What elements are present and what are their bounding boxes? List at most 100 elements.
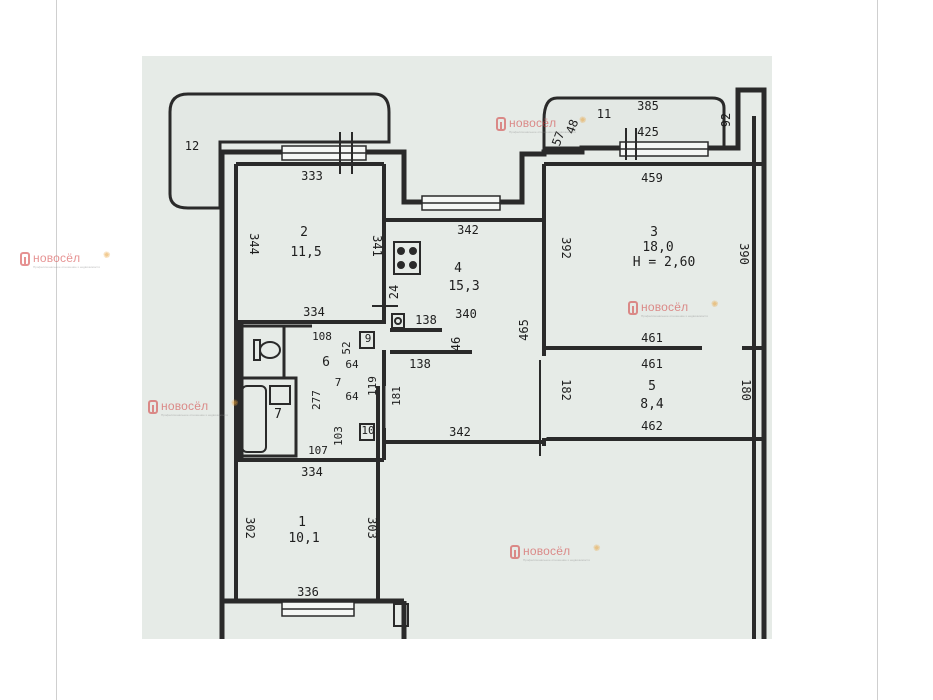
dim-wc-52: 52 (340, 341, 353, 354)
dim-balcony-right-d: 11 (597, 107, 611, 121)
balcony-doors (339, 128, 637, 174)
watermark-sun-icon: ✺ (231, 399, 239, 409)
dim-wc-181: 181 (390, 386, 403, 406)
entry-door-icon (393, 603, 409, 627)
dim-balcony-left: 12 (185, 139, 199, 153)
dim-balcony-right-f: 48 (563, 117, 581, 135)
watermark-brand: новосёл (641, 300, 689, 314)
room-5-number: 5 (648, 379, 656, 394)
dim-room2-left: 344 (247, 233, 261, 255)
stove-icon (393, 241, 421, 275)
dim-kitchen-24: 24 (387, 285, 401, 299)
watermark-brand: новосёл (33, 251, 81, 265)
dimension-labels: 12 333 344 341 334 342 392 390 459 461 3… (185, 99, 753, 439)
dim-room3-right: 390 (737, 243, 751, 265)
watermark-tagline: Профессиональное отношение к недвижимост… (523, 558, 591, 562)
room-1-area: 10,1 (288, 531, 319, 546)
dim-room2-right: 341 (370, 235, 384, 257)
dim-room1-right: 303 (365, 517, 379, 539)
dim-hall-465: 465 (517, 319, 531, 341)
room-labels: 2 11,5 3 18,0 H = 2,60 4 15,3 5 8,4 1 10… (274, 225, 695, 546)
dim-room1-bottom: 336 (297, 585, 319, 599)
dim-wc-7: 7 (335, 376, 342, 389)
dim-balcony-right-b: 425 (637, 125, 659, 139)
windows (281, 141, 709, 617)
dim-room5-right: 180 (739, 379, 753, 401)
dim-room3-bottom: 461 (641, 331, 663, 345)
watermark-brand: новосёл (161, 399, 209, 413)
dim-wc-119: 119 (366, 376, 379, 396)
dim-room1-left: 302 (243, 517, 257, 539)
room-3-number: 3 (650, 225, 658, 240)
dim-wc-277: 277 (310, 390, 323, 410)
watermark-brand: новосёл (509, 116, 557, 130)
room1-dimension-labels: 334 302 303 336 (243, 465, 379, 599)
dim-room3-left: 392 (559, 237, 573, 259)
balcony-left (168, 92, 391, 210)
dim-balcony-right-a: 385 (637, 99, 659, 113)
watermark-logo-icon (20, 252, 30, 266)
interior-walls (234, 116, 764, 639)
dim-kitchen-340: 340 (455, 307, 477, 321)
watermark-tagline: Профессиональное отношение к недвижимост… (161, 413, 229, 417)
room-5-area: 8,4 (640, 397, 664, 412)
dim-wc-103: 103 (332, 426, 345, 446)
page-border-right (877, 0, 878, 700)
room-7-number: 7 (274, 407, 282, 422)
dim-kitchen-46: 46 (449, 337, 463, 351)
room-4-area: 15,3 (448, 279, 479, 294)
watermark-brand: новосёл (523, 544, 571, 558)
dim-room5-left: 182 (559, 379, 573, 401)
shaft-icon (359, 331, 375, 441)
sink-icon (391, 313, 405, 329)
page-border-left (56, 0, 57, 700)
watermark-logo-icon (148, 400, 158, 414)
watermark-sun-icon: ✺ (103, 251, 111, 261)
room-2-area: 11,5 (290, 245, 321, 260)
room-1-number: 1 (298, 515, 306, 530)
dim-room5-top: 461 (641, 357, 663, 371)
bathroom-dimension-labels: 108 52 9 64 7 64 277 119 181 103 10 107 (308, 330, 403, 457)
watermark-sun-icon: ✺ (579, 116, 587, 126)
door-openings (385, 345, 742, 438)
dim-balcony-right-c: 92 (719, 113, 733, 127)
watermark-tagline: Профессиональное отношение к недвижимост… (509, 130, 577, 134)
watermark-sun-icon: ✺ (593, 544, 601, 554)
dim-wc-64a: 64 (345, 358, 359, 371)
dim-wc-10: 10 (361, 424, 374, 437)
dim-kitchen-138a: 138 (415, 313, 437, 327)
floor-plan: 2 11,5 3 18,0 H = 2,60 4 15,3 5 8,4 1 10… (142, 56, 772, 639)
watermark-tagline: Профессиональное отношение к недвижимост… (33, 265, 101, 269)
room-3-height: H = 2,60 (633, 255, 696, 270)
watermark-logo-icon (510, 545, 520, 559)
room-4-number: 4 (454, 261, 462, 276)
dim-hall-top: 342 (457, 223, 479, 237)
toilet-icon (253, 339, 281, 361)
room-6-number: 6 (322, 355, 330, 370)
watermark-logo-icon (628, 301, 638, 315)
dim-room2-top: 333 (301, 169, 323, 183)
bathtub-icon (241, 385, 291, 453)
watermark-logo-icon (496, 117, 506, 131)
room-2-number: 2 (300, 225, 308, 240)
dim-wc-107: 107 (308, 444, 328, 457)
dim-balcony-right-e: 57 (549, 129, 567, 147)
watermark-tagline: Профессиональное отношение к недвижимост… (641, 314, 709, 318)
dim-corridor-342: 342 (449, 425, 471, 439)
dim-room2-bottom: 334 (303, 305, 325, 319)
dim-kitchen-138b: 138 (409, 357, 431, 371)
floor-plan-image: 2 11,5 3 18,0 H = 2,60 4 15,3 5 8,4 1 10… (142, 56, 772, 639)
door-leafs (372, 305, 541, 456)
room-3-area: 18,0 (642, 240, 673, 255)
dim-wc-64b: 64 (345, 390, 359, 403)
dim-wc-9: 9 (365, 332, 372, 345)
dim-room1-top: 334 (301, 465, 323, 479)
watermark-sun-icon: ✺ (711, 300, 719, 310)
dim-room5-bottom: 462 (641, 419, 663, 433)
dim-wc-108: 108 (312, 330, 332, 343)
